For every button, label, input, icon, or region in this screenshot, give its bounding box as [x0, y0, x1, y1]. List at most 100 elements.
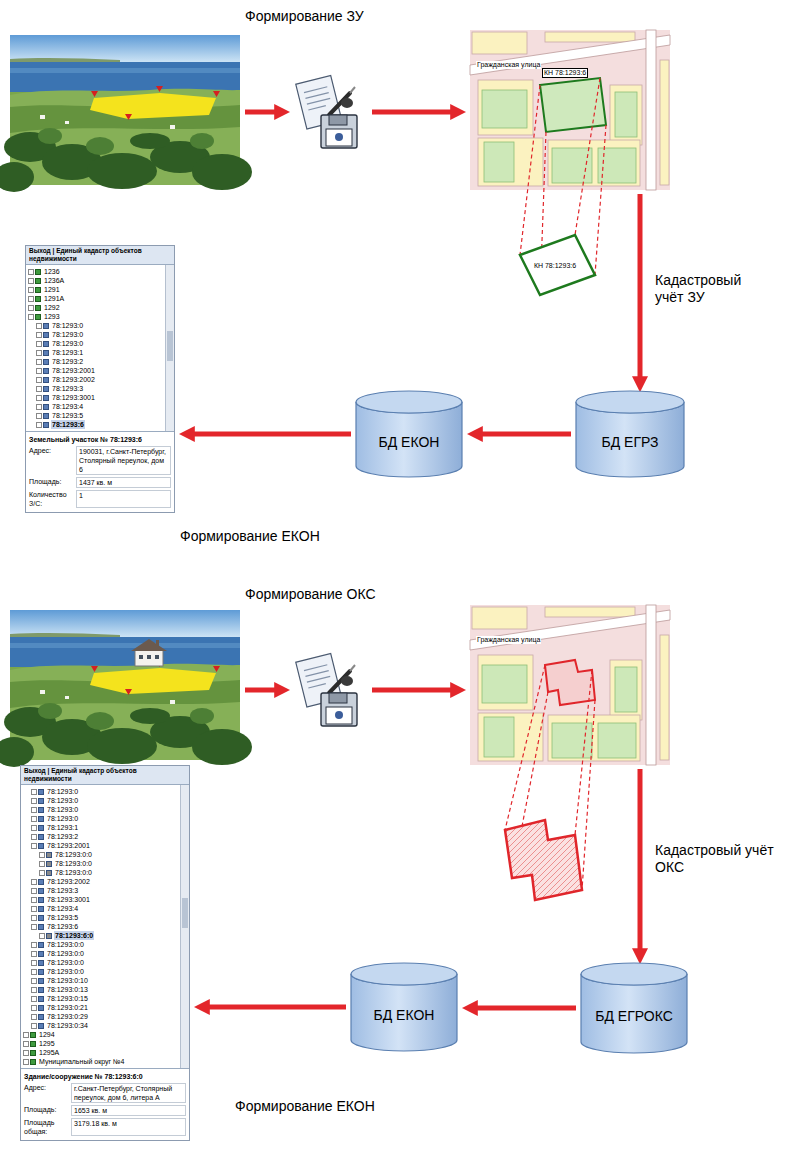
tree-expander [31, 996, 37, 1002]
tree-expander [28, 269, 34, 275]
registry-window: Выход | Единый кадастр объектов недвижим… [25, 245, 175, 513]
tree-icon [38, 924, 44, 930]
flow-arrow [190, 432, 351, 437]
tree-icon [38, 798, 44, 804]
tree-icon [38, 996, 44, 1002]
tree-row: 1291А [28, 294, 163, 303]
tree-item: 78:1293:1 [46, 823, 79, 832]
tree-item: 78:1293:0 [46, 805, 79, 814]
tree-row: 78:1293:6 [28, 420, 163, 429]
database-cylinder: БД ЕКОН [355, 390, 463, 478]
tree-item: 78:1293:0:0 [54, 850, 93, 859]
tree-expander [36, 332, 42, 338]
tree-icon [38, 834, 44, 840]
zoom-line [575, 78, 600, 235]
tree-icon [35, 296, 41, 302]
window-title: Выход | Единый кадастр объектов недвижим… [26, 246, 174, 265]
flow-arrow [245, 110, 279, 115]
tree-icon [43, 350, 49, 356]
parcel-outline: КН 78:1293:6 [510, 230, 600, 300]
tree-icon [30, 1050, 36, 1056]
flow-arrow [372, 688, 455, 693]
tree-row: 78:1293:0 [23, 796, 178, 805]
document-icon [296, 654, 357, 726]
tree-expander [31, 789, 37, 795]
tree-expander [36, 386, 42, 392]
tree-row: 1292 [28, 303, 163, 312]
database-name: БД ЕКОН [374, 1007, 435, 1023]
tree-expander [31, 798, 37, 804]
tree-item: 78:1293:0:0 [46, 958, 85, 967]
field-value: г.Санкт-Петербург, Столярный переулок, д… [71, 1083, 186, 1103]
record-title: Здание/сооружение № 78:1293:6:0 [24, 1072, 186, 1081]
tree-row: 78:1293:0:15 [23, 994, 178, 1003]
tree-item: 78:1293:0:13 [46, 985, 89, 994]
tree-row: 78:1293:0:10 [23, 976, 178, 985]
tree-icon [43, 395, 49, 401]
tree-row: 78:1293:0:29 [23, 1012, 178, 1021]
tree-icon [35, 269, 41, 275]
tree-row: 78:1293:3001 [23, 895, 178, 904]
flow-arrow [372, 110, 455, 115]
tree-row: 78:1293:0:13 [23, 985, 178, 994]
tree-icon [38, 969, 44, 975]
database-cylinder: БД ЕКОН [350, 962, 458, 1052]
tree-item: 78:1293:0:0 [54, 868, 93, 877]
tree-expander [28, 305, 34, 311]
tree-expander [36, 395, 42, 401]
tree-expander [36, 350, 42, 356]
flow-arrow [638, 769, 643, 953]
tree-row: 1295 [23, 1039, 178, 1048]
zoom-line [595, 125, 606, 275]
cylinder-body [581, 974, 687, 1053]
scrollbar-thumb [182, 898, 188, 928]
tree-icon [43, 386, 49, 392]
tree-expander [36, 422, 42, 428]
tree-item: 78:1293:5 [51, 411, 84, 420]
tree-item: 1236 [43, 267, 61, 276]
tree-row: 1294 [23, 1030, 178, 1039]
tree-expander [31, 906, 37, 912]
tree-expander [28, 314, 34, 320]
section-caption: Формирование ЕКОН [235, 1098, 375, 1115]
tree-item: 1292 [43, 303, 61, 312]
tree-icon [43, 422, 49, 428]
tree-item: 78:1293:0 [51, 330, 84, 339]
tree-item: 78:1293:0:15 [46, 994, 89, 1003]
tree-row: 78:1293:0:0 [23, 967, 178, 976]
tree-row: 78:1293:0:0 [23, 868, 178, 877]
map-callout: КН 78:1293:6 [542, 68, 588, 78]
section-caption: Формирование ЕКОН [180, 528, 320, 545]
tree-expander [31, 843, 37, 849]
tree-icon [46, 852, 52, 858]
map-picture [470, 30, 670, 190]
map-picture [470, 605, 670, 765]
tree-icon [35, 278, 41, 284]
street-name: Гражданская улица [476, 61, 541, 69]
tree-icon [38, 951, 44, 957]
tree-item: 78:1293:2 [51, 357, 84, 366]
tree-row: 1293 [28, 312, 163, 321]
section-caption: Формирование ОКС [245, 586, 376, 603]
cadastral-map: Гражданская улицаКН 78:1293:6 [470, 30, 670, 190]
document-icon [296, 76, 357, 148]
tree-row: Муниципальный округ №4 [23, 1057, 178, 1066]
tree-item: 78:1293:6 [51, 420, 85, 429]
tree-item: 78:1293:3001 [46, 895, 91, 904]
tree-item: 78:1293:0 [46, 814, 79, 823]
tree-row: 78:1293:4 [28, 402, 163, 411]
tree-row: 78:1293:0:34 [23, 1021, 178, 1030]
cadastral-number: КН 78:1293:6 [534, 262, 576, 269]
tree-row: 78:1293:0 [23, 787, 178, 796]
tree-icon [43, 341, 49, 347]
tree-row: 1291 [28, 285, 163, 294]
tree-expander [31, 987, 37, 993]
tree-icon [38, 843, 44, 849]
tree-item: 78:1293:0:34 [46, 1021, 89, 1030]
tree-expander [28, 287, 34, 293]
tree-icon [43, 368, 49, 374]
tree-expander [31, 951, 37, 957]
tree-icon [38, 789, 44, 795]
building-outline [545, 660, 595, 705]
tree-row: 78:1293:0:21 [23, 1003, 178, 1012]
